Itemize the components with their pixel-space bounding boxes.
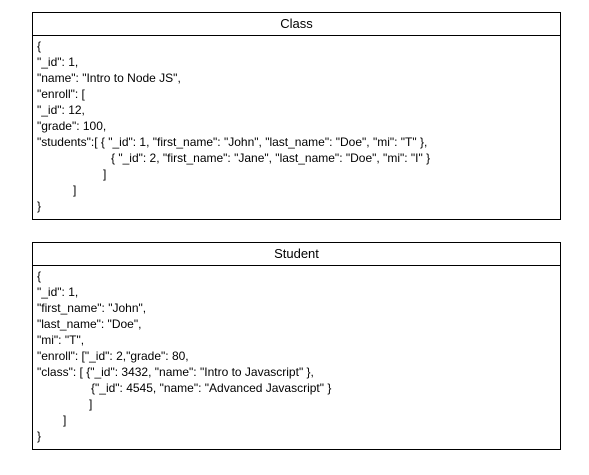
student-line: "last_name": "Doe", bbox=[37, 317, 142, 331]
student-box: Student { "_id": 1, "first_name": "John"… bbox=[32, 242, 561, 450]
class-line: { "_id": 2, "first_name": "Jane", "last_… bbox=[111, 151, 431, 165]
student-line: {"_id": 4545, "name": "Advanced Javascri… bbox=[91, 381, 332, 395]
student-line: "mi": "T", bbox=[37, 333, 85, 347]
class-line: "_id": 1, bbox=[37, 55, 79, 69]
student-line: "enroll": ["_id": 2,"grade": 80, bbox=[37, 349, 189, 363]
class-line: "grade": 100, bbox=[37, 119, 107, 133]
student-line: "_id": 1, bbox=[37, 285, 79, 299]
student-line: } bbox=[37, 429, 42, 443]
class-box: Class { "_id": 1, "name": "Intro to Node… bbox=[32, 12, 561, 220]
class-line: "enroll": [ bbox=[37, 87, 85, 101]
class-line: "students":[ { "_id": 1, "first_name": "… bbox=[37, 135, 428, 149]
class-line: } bbox=[37, 199, 42, 213]
class-line: { bbox=[37, 39, 42, 53]
class-line: ] bbox=[73, 183, 77, 197]
student-line: "first_name": "John", bbox=[37, 301, 147, 315]
student-line: ] bbox=[63, 413, 67, 427]
student-line: ] bbox=[89, 397, 93, 411]
class-line: "name": "Intro to Node JS", bbox=[37, 71, 181, 85]
class-line: ] bbox=[103, 167, 107, 181]
class-line: "_id": 12, bbox=[37, 103, 85, 117]
student-box-title: Student bbox=[33, 243, 560, 266]
student-line: "class": [ {"_id": 3432, "name": "Intro … bbox=[37, 365, 314, 379]
class-box-title: Class bbox=[33, 13, 560, 36]
student-line: { bbox=[37, 269, 42, 283]
